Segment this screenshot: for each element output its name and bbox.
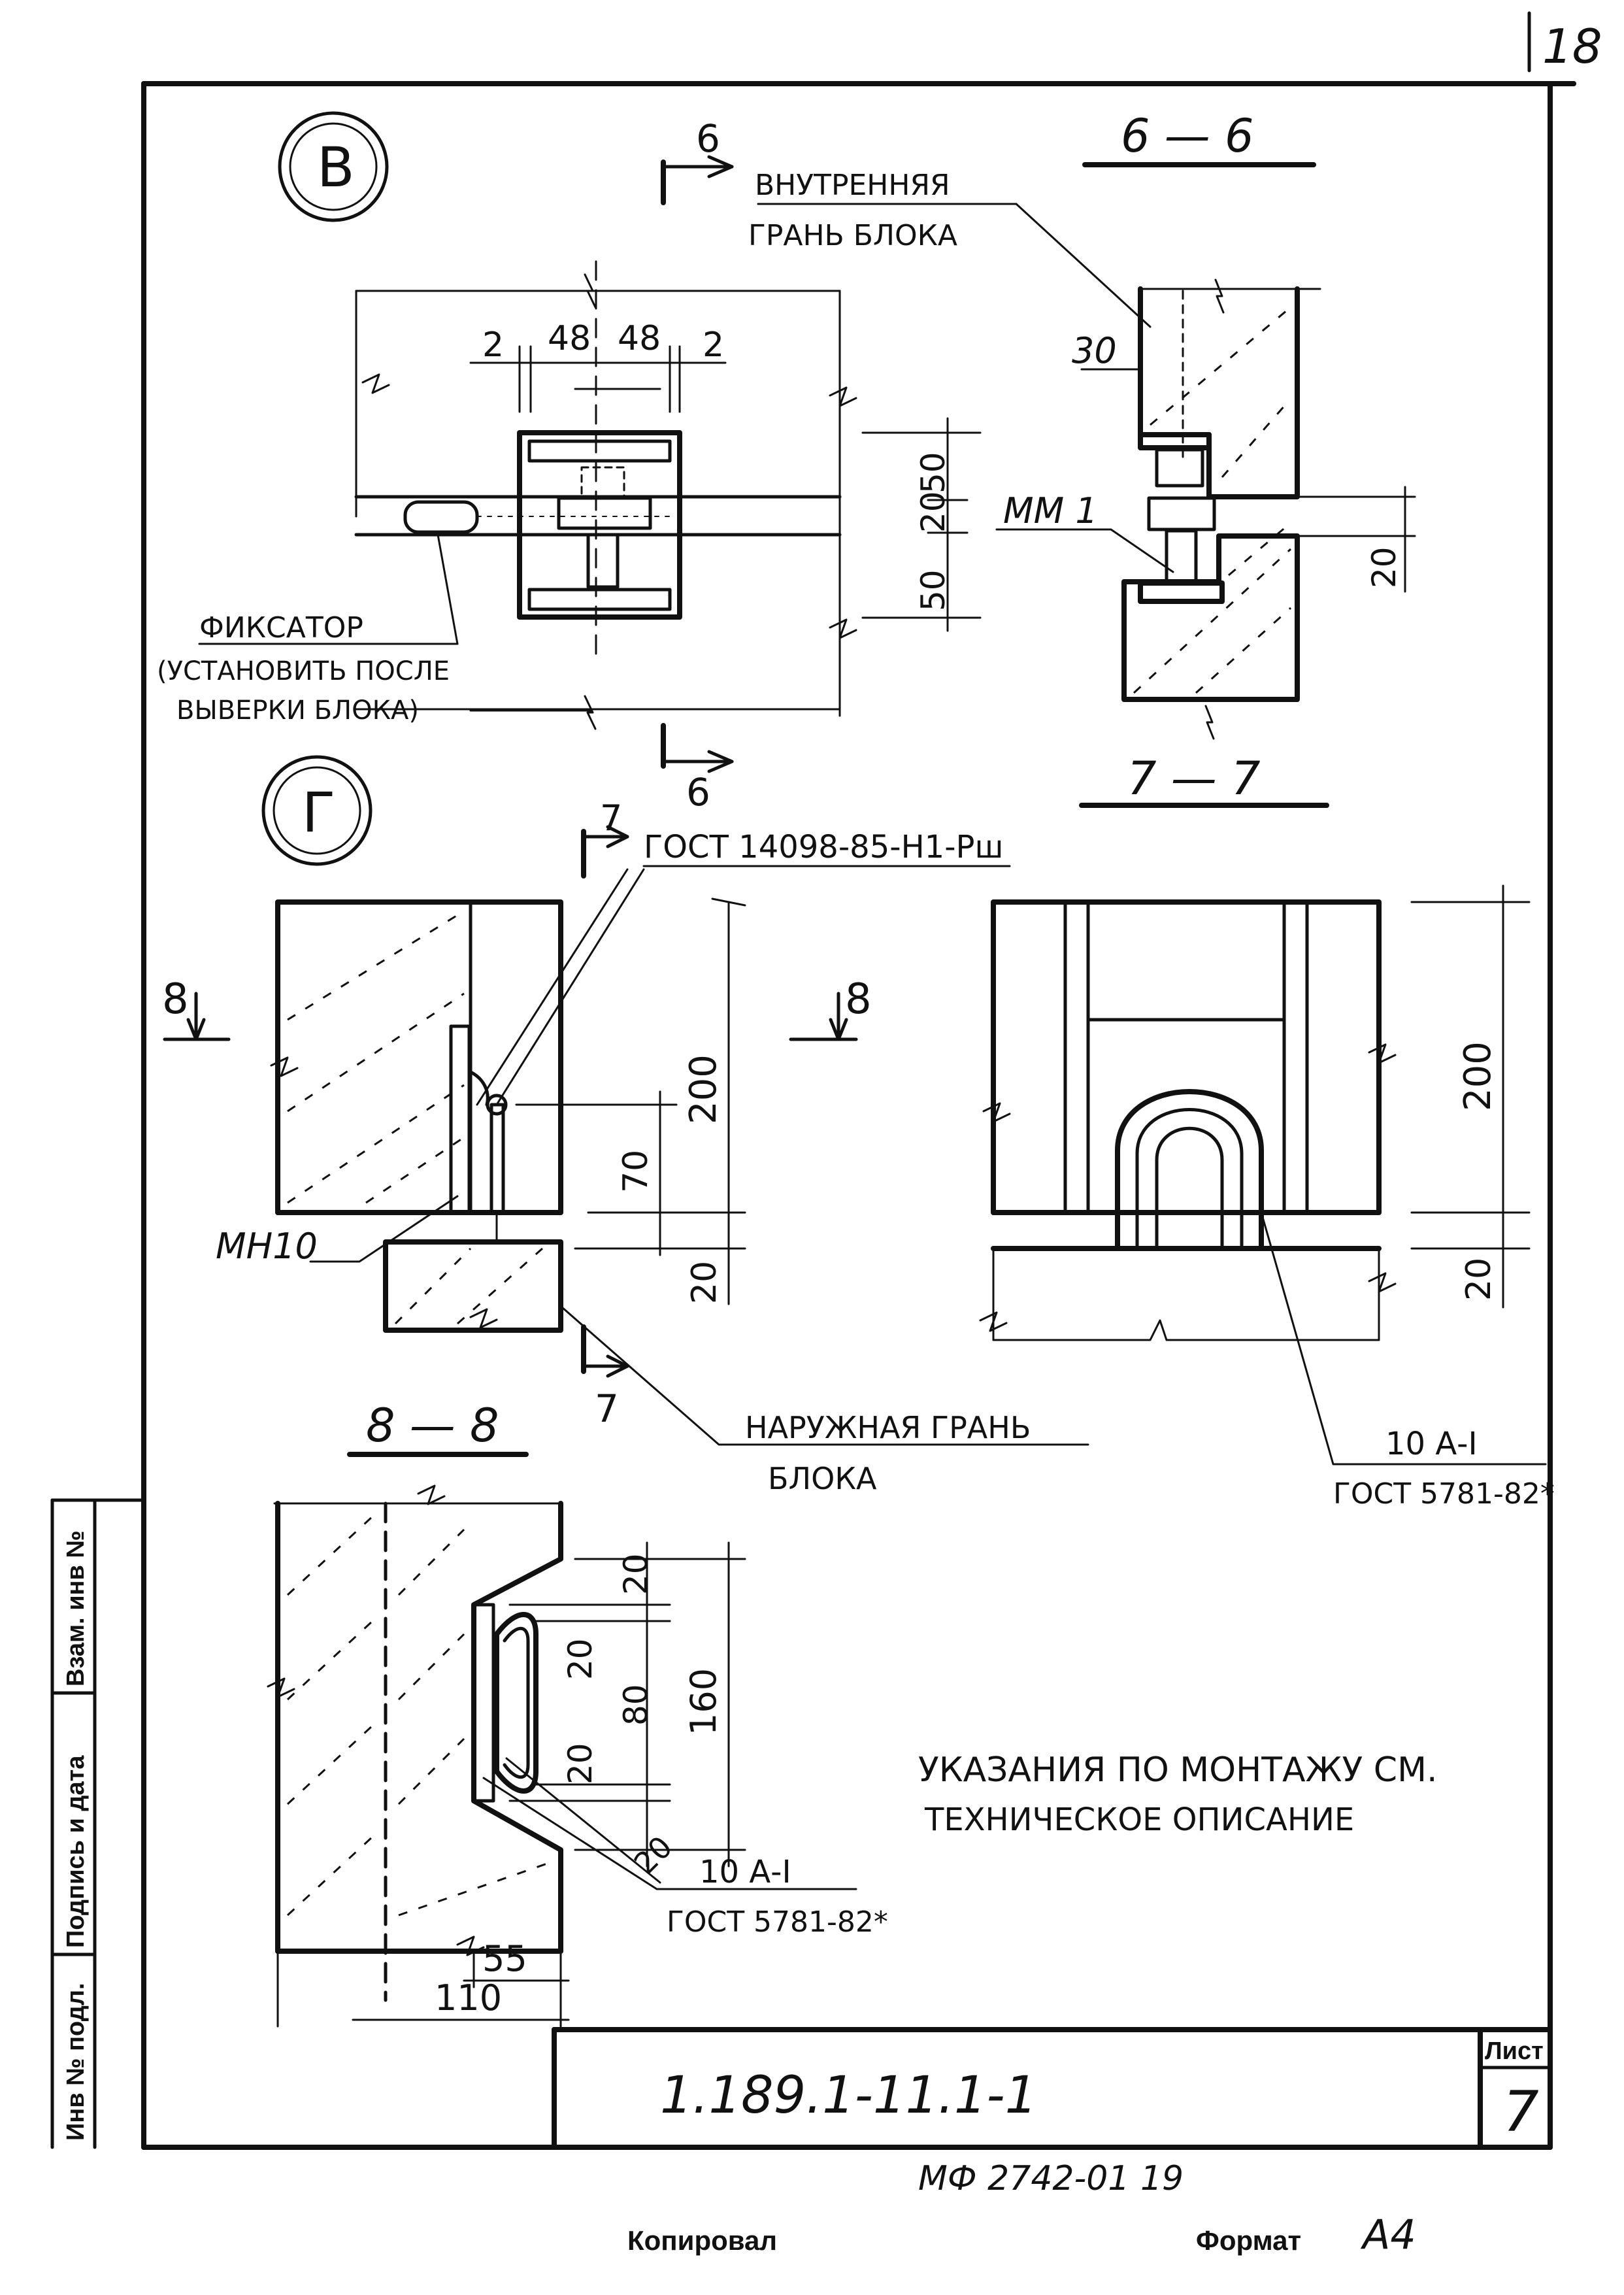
inner-face-label-1: ВНУТРЕННЯЯ [755,169,950,202]
dim-v-48b: 48 [618,319,661,358]
cut-8-left-label: 8 [162,975,189,1024]
view-g-section [270,868,1089,1446]
dim-v-2b: 2 [703,326,724,365]
page-number: 18 [1542,19,1602,74]
sheet-number: 7 [1503,2079,1539,2145]
dim-v-48a: 48 [548,319,591,358]
callout-g-letter: Г [302,780,335,845]
cut-6-markers [661,155,734,773]
callout-g: Г [261,755,373,866]
side-stamp: Взам. инв № Подпись и дата Инв № подл. [50,1498,146,2149]
section-8-8-title: 8 — 8 [366,1399,499,1452]
dim-gr-200: 200 [1457,1041,1499,1111]
section-8-8-drawing [267,1484,857,2028]
sheet-label: Лист [1485,2037,1544,2065]
dim-6-6-20: 20 [1365,546,1403,588]
stamp-inv-orig: Инв № подл. [62,1983,90,2141]
cut-7-markers [581,825,629,1378]
inner-face-leader-2 [1015,203,1152,328]
stamp-inv-replace: Взам. инв № [62,1530,90,1686]
dim-v-50a: 50 [914,452,952,494]
dim-g-20: 20 [685,1261,724,1304]
rebar-right-label-2: ГОСТ 5781-82* [1333,1477,1555,1511]
callout-v-letter: В [317,135,355,199]
outer-face-label-2: БЛОКА [768,1461,877,1496]
document-designation: 1.189.1-11.1-1 [660,2066,1037,2125]
section-6-6-title: 6 — 6 [1121,109,1254,163]
outer-face-label-1: НАРУЖНАЯ ГРАНЬ [745,1410,1031,1445]
cut-6-bottom-label: 6 [686,770,710,814]
inner-face-label-2: ГРАНЬ БЛОКА [748,219,957,252]
assembly-note-1: УКАЗАНИЯ ПО МОНТАЖУ СМ. [918,1751,1437,1790]
sheet-frame [141,11,1576,2150]
format-label: Формат [1196,2225,1301,2256]
cut-7-top-label: 7 [600,797,622,839]
dim-v-2a: 2 [482,326,504,365]
stamp-sign-date: Подпись и дата [62,1755,90,1948]
gost-weld-label: ГОСТ 14098-85-Н1-Рш [644,829,1003,865]
format-value: А4 [1360,2211,1416,2258]
dim-v-20: 20 [914,491,952,533]
cut-8-markers [163,992,858,1041]
cut-8-right-label: 8 [845,975,872,1024]
fixator-label-2: (УСТАНОВИТЬ ПОСЛЕ [157,656,450,686]
cut-7-bottom-label: 7 [595,1386,619,1431]
dim-6-6-30: 30 [1072,330,1117,371]
dim-gr-20: 20 [1459,1258,1499,1301]
view-g-right-elevation [979,884,1547,1466]
dim-88-20d: 20 [627,1829,680,1881]
callout-v: В [278,111,389,222]
dim-88-160: 160 [683,1668,724,1735]
dim-88-80: 80 [617,1684,655,1726]
rebar-right-label-1: 10 А-I [1385,1426,1478,1462]
section-7-7-title: 7 — 7 [1127,752,1261,805]
view-b-plan [198,260,982,730]
cut-6-top-label: 6 [696,116,720,161]
dim-88-55: 55 [482,1938,527,1979]
dim-88-20a: 20 [617,1553,655,1595]
dim-88-110: 110 [435,1977,502,2019]
dim-v-50b: 50 [914,569,952,611]
rebar-88-label-2: ГОСТ 5781-82* [667,1905,888,1939]
rebar-88-label-1: 10 А-I [699,1854,791,1890]
dim-88-20c: 20 [561,1743,599,1784]
dim-g-200: 200 [682,1054,725,1124]
fixator-label-1: ФИКСАТОР [199,611,363,645]
archive-code: МФ 2742-01 19 [918,2159,1184,2198]
dim-88-20b: 20 [561,1638,599,1680]
copied-label: Копировал [627,2225,777,2256]
title-block [552,2027,1553,2150]
assembly-note-2: ТЕХНИЧЕСКОЕ ОПИСАНИЕ [924,1801,1354,1838]
dim-g-70: 70 [616,1150,655,1193]
section-6-6-drawing [995,278,1416,740]
label-mn10: МН10 [216,1226,318,1267]
label-mm1: ММ 1 [1003,490,1098,531]
fixator-label-3: ВЫВЕРКИ БЛОКА) [176,695,419,726]
